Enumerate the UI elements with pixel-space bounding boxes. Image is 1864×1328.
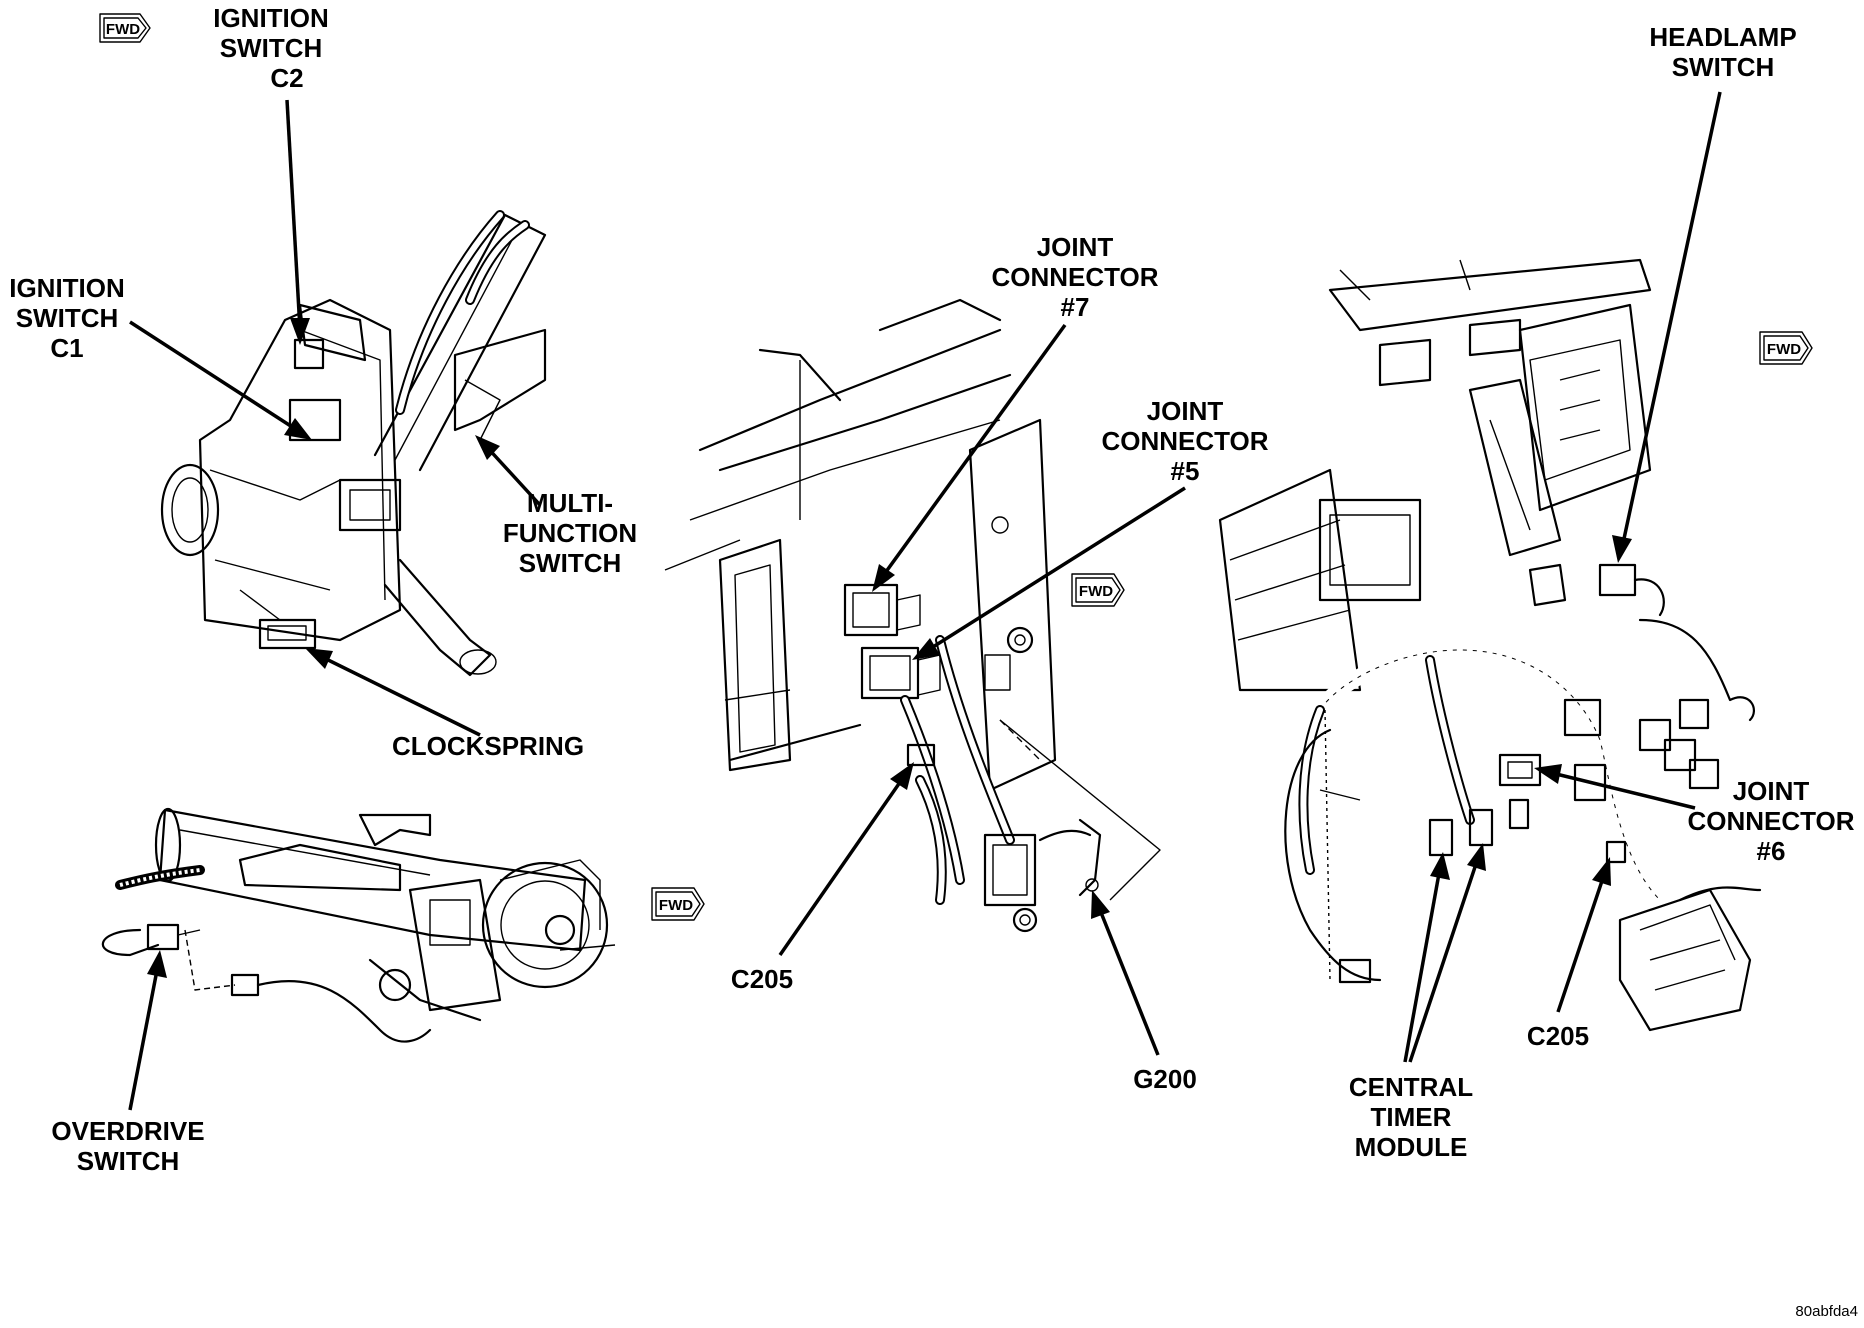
svg-text:C205: C205 (731, 964, 793, 994)
label-central-timer-module: CENTRAL TIMER MODULE (1349, 1072, 1473, 1162)
arrow-joint-connector-7 (878, 323, 1067, 582)
svg-text:JOINT: JOINT (1733, 776, 1810, 806)
arrowhead-ignition-switch-c1 (284, 418, 312, 440)
svg-text:C2: C2 (270, 63, 303, 93)
label-ignition-switch-c1: IGNITION SWITCH C1 (9, 273, 125, 363)
arrowhead-overdrive-switch (147, 950, 167, 978)
fwd-badge-right: FWD (1759, 331, 1813, 365)
arrowhead-clockspring (305, 648, 333, 669)
arrowhead-joint-connector-6 (1534, 764, 1562, 784)
callout-arrows (128, 91, 1722, 1111)
arrowhead-headlamp-switch (1612, 535, 1632, 563)
svg-text:CONNECTOR: CONNECTOR (1687, 806, 1854, 836)
fwd-badge-middle: FWD (1071, 573, 1125, 607)
arrow-headlamp-switch (1620, 91, 1722, 549)
svg-text:HEADLAMP: HEADLAMP (1649, 22, 1796, 52)
svg-text:FWD: FWD (1079, 583, 1113, 600)
middle-dash-structure (664, 298, 1161, 933)
svg-text:SWITCH: SWITCH (16, 303, 119, 333)
label-overdrive-switch: OVERDRIVE SWITCH (51, 1116, 204, 1176)
svg-text:SWITCH: SWITCH (220, 33, 323, 63)
svg-text:TIMER: TIMER (1371, 1102, 1452, 1132)
label-joint-connector-5: JOINT CONNECTOR #5 (1101, 396, 1268, 486)
svg-text:CONNECTOR: CONNECTOR (1101, 426, 1268, 456)
arrowhead-joint-connector-5 (912, 638, 940, 660)
svg-text:CONNECTOR: CONNECTOR (991, 262, 1158, 292)
arrow-central-timer-module-b (1408, 857, 1480, 1063)
label-multi-function-switch: MULTI- FUNCTION SWITCH (503, 488, 637, 578)
svg-text:JOINT: JOINT (1037, 232, 1114, 262)
svg-text:CENTRAL: CENTRAL (1349, 1072, 1473, 1102)
arrowhead-joint-connector-7 (872, 564, 895, 592)
arrowhead-ignition-switch-c2 (290, 318, 310, 345)
label-c205-middle: C205 (731, 964, 793, 994)
arrow-ignition-switch-c1 (129, 320, 301, 434)
svg-text:C1: C1 (50, 333, 83, 363)
label-joint-connector-6: JOINT CONNECTOR #6 (1687, 776, 1854, 866)
svg-text:FWD: FWD (1767, 341, 1801, 358)
lower-steering-column (101, 807, 616, 1043)
label-headlamp-switch: HEADLAMP SWITCH (1649, 22, 1796, 82)
svg-text:FWD: FWD (659, 897, 693, 914)
arrow-ignition-switch-c2 (285, 99, 302, 331)
arrowhead-c205-middle (890, 762, 914, 790)
arrow-g200 (1096, 904, 1160, 1056)
arrow-multi-function-switch (483, 443, 542, 507)
svg-text:SWITCH: SWITCH (77, 1146, 180, 1176)
label-c205-right: C205 (1527, 1021, 1589, 1051)
arrow-joint-connector-6 (1547, 770, 1696, 810)
arrow-clockspring (317, 653, 481, 737)
svg-text:IGNITION: IGNITION (9, 273, 125, 303)
arrow-c205-middle (778, 774, 907, 956)
svg-text:#6: #6 (1757, 836, 1786, 866)
label-joint-connector-7: JOINT CONNECTOR #7 (991, 232, 1158, 322)
svg-text:CLOCKSPRING: CLOCKSPRING (392, 731, 584, 761)
label-clockspring: CLOCKSPRING (392, 731, 584, 761)
svg-text:#7: #7 (1061, 292, 1090, 322)
arrowhead-c205-right (1592, 857, 1611, 886)
arrow-joint-connector-5 (924, 486, 1186, 654)
svg-text:JOINT: JOINT (1147, 396, 1224, 426)
fwd-badge-top-left: FWD (99, 13, 151, 43)
image-code: 80abfda4 (1795, 1303, 1858, 1320)
svg-text:SWITCH: SWITCH (519, 548, 622, 578)
svg-text:MULTI-: MULTI- (527, 488, 613, 518)
arrowhead-central-timer-module-a (1430, 852, 1450, 880)
svg-text:FUNCTION: FUNCTION (503, 518, 637, 548)
label-ignition-switch-c2: IGNITION SWITCH C2 (213, 3, 329, 93)
svg-text:C205: C205 (1527, 1021, 1589, 1051)
fwd-badge-bottom-left: FWD (651, 887, 705, 921)
arrowhead-multi-function-switch (475, 435, 500, 460)
arrow-c205-right (1556, 871, 1607, 1013)
svg-text:MODULE: MODULE (1355, 1132, 1468, 1162)
label-g200: G200 (1133, 1064, 1197, 1094)
svg-text:SWITCH: SWITCH (1672, 52, 1775, 82)
arrowhead-g200 (1091, 890, 1110, 919)
svg-text:IGNITION: IGNITION (213, 3, 329, 33)
arrow-central-timer-module-a (1403, 867, 1442, 1063)
arrowhead-central-timer-module-b (1467, 843, 1486, 871)
svg-text:FWD: FWD (106, 21, 140, 38)
svg-text:G200: G200 (1133, 1064, 1197, 1094)
svg-text:#5: #5 (1171, 456, 1200, 486)
svg-text:OVERDRIVE: OVERDRIVE (51, 1116, 204, 1146)
arrow-overdrive-switch (128, 964, 160, 1111)
right-panel-structure (1218, 258, 1762, 1032)
